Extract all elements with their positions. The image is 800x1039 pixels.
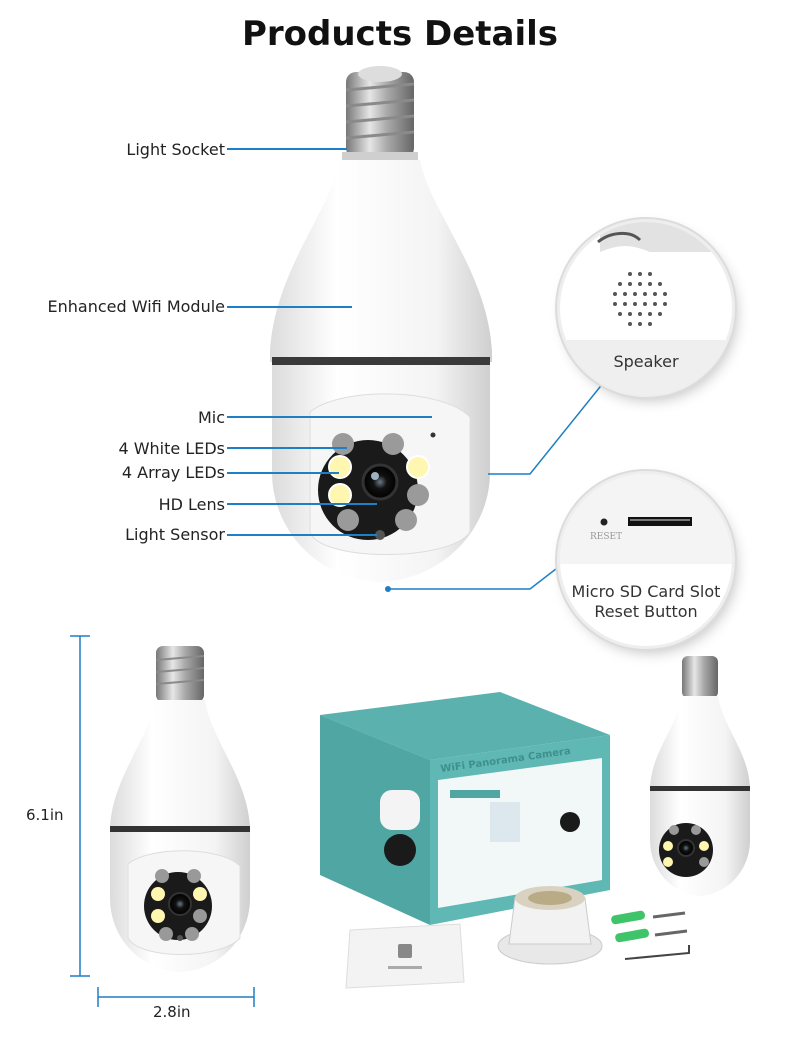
speaker-inset: Speaker: [560, 222, 732, 394]
page-title: Products Details: [241, 14, 559, 54]
callout-array-leds: 4 Array LEDs: [121, 463, 225, 482]
callout-white-leds: 4 White LEDs: [118, 439, 225, 458]
height-dimension: 6.1in: [26, 804, 64, 826]
width-dimension: 2.8in: [153, 1003, 191, 1021]
size-reference-bulb-image: [110, 646, 250, 972]
callout-wifi-module: Enhanced Wifi Module: [47, 297, 225, 316]
sd-slot-caption: Micro SD Card Slot: [571, 582, 721, 601]
callout-light-sensor: Light Sensor: [125, 525, 225, 544]
screws-anchors-image: [611, 910, 690, 960]
main-bulb-camera-image: [270, 66, 492, 582]
sd-card-caption: Micro SD Card Slot Reset Button: [560, 582, 732, 622]
reset-button-caption: Reset Button: [594, 602, 698, 621]
callout-line-white-leds: [227, 447, 347, 449]
dimension-lines: [70, 635, 255, 1007]
callout-line-light-socket: [227, 148, 347, 150]
manual-card-image: [345, 923, 465, 989]
inset-connector-lines: [385, 371, 613, 592]
sd-card-inset: RESET Micro SD Card Slot Reset Button: [560, 474, 732, 646]
callout-line-hd-lens: [227, 503, 377, 505]
callout-line-wifi-module: [227, 306, 352, 308]
callout-light-socket: Light Socket: [126, 140, 225, 159]
callout-line-array-leds: [227, 472, 339, 474]
reset-label: RESET: [590, 532, 623, 542]
callout-line-light-sensor: [227, 534, 377, 536]
callout-hd-lens: HD Lens: [158, 495, 225, 514]
speaker-caption: Speaker: [613, 352, 679, 371]
package-box-image: [320, 692, 610, 925]
lamp-holder-image: [497, 886, 603, 965]
side-view-bulb-image: [650, 656, 750, 896]
callout-line-mic: [227, 416, 432, 418]
callout-mic: Mic: [197, 408, 225, 427]
